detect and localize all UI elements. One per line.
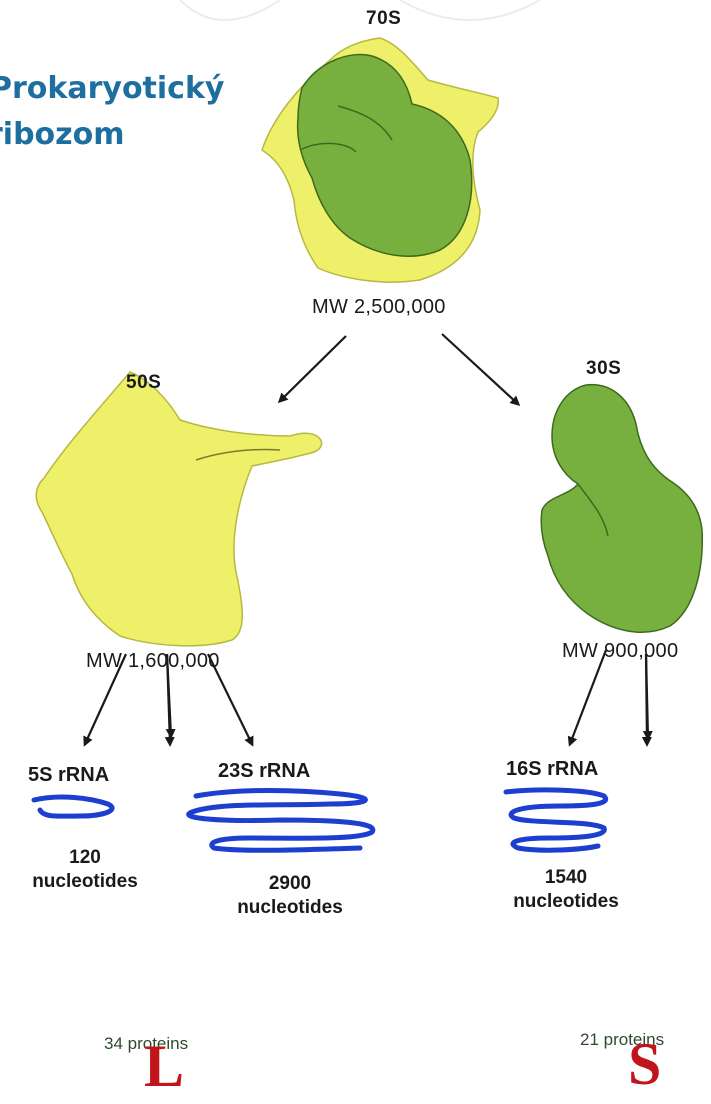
title-line-1: Prokaryotický [0,71,225,106]
nucleotides-16s: 1540 nucleotides [496,866,636,914]
proteins-small: 21 proteins [580,1030,665,1049]
background-arcs [179,0,541,21]
label-30s: 30S [586,358,622,379]
page-title: Prokaryotický ribozom [0,66,300,158]
mw-70s: MW 2,500,000 [312,296,446,318]
mw-50s: MW 1,600,000 [86,650,220,672]
nucleotides-23s-count: 2900 [268,873,312,894]
rrna-5s-strand [31,794,115,819]
label-50s: 50S [126,372,162,393]
arrow-50s-to-23s [207,653,254,747]
nucleotides-5s-count: 120 [69,847,101,868]
small-subunit-30s-cleft [577,483,609,537]
nucleotides-16s-count: 1540 [544,867,588,888]
protein-arrows-long [165,653,653,741]
small-subunit-30s-shape [540,384,703,633]
label-5s-rrna: 5S rRNA [28,764,110,786]
arrow-30s-to-16s [567,649,608,747]
nucleotides-23s-unit: nucleotides [237,897,343,918]
letter-large-subunit: L [144,1033,185,1099]
ribosome-70s-shape [261,37,499,283]
label-23s-rrna: 23S rRNA [218,760,311,782]
mw-30s: MW 900,000 [562,640,679,662]
arrow-50s-to-5s [83,653,128,747]
arrow-70s-to-50s [277,335,347,404]
arrow-70s-to-30s [441,333,521,407]
large-subunit-50s-shape [35,371,323,647]
proteins-large: 34 proteins [104,1034,189,1053]
rrna-23s-strand [186,788,376,853]
rrna-16s-strand [503,787,609,853]
letter-small-subunit: S [628,1031,662,1097]
nucleotides-16s-unit: nucleotides [513,891,619,912]
title-line-2: ribozom [0,117,125,152]
nucleotides-5s-unit: nucleotides [32,871,138,892]
label-16s-rrna: 16S rRNA [506,758,599,780]
ribosome-70s-small-part [296,53,473,257]
nucleotides-23s: 2900 nucleotides [220,872,360,920]
large-subunit-50s-ridge [195,448,281,461]
ribosome-70s-groove [299,105,393,153]
arrow-50s-proteins-line [165,653,176,739]
arrow-30s-proteins-line [642,653,653,741]
label-70s: 70S [366,8,402,29]
nucleotides-5s: 120 nucleotides [20,846,150,894]
